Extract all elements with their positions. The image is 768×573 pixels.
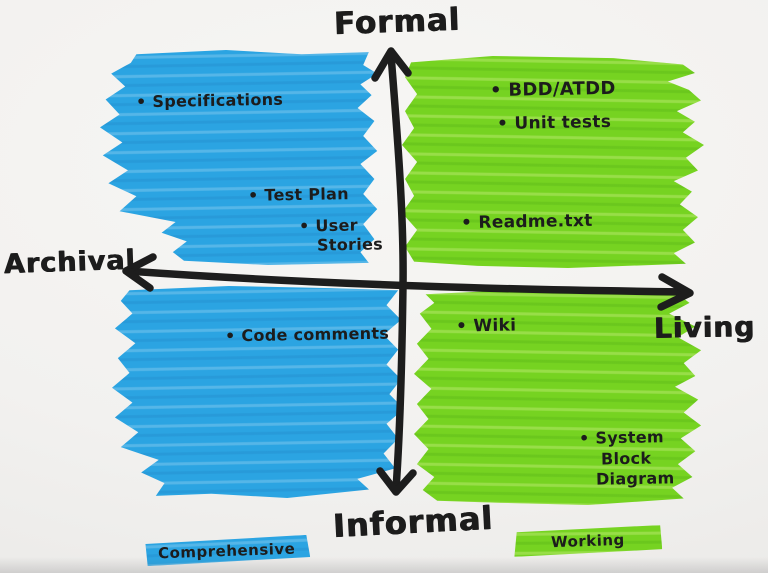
axis-label-formal: Formal <box>333 1 461 43</box>
item-user-stories-line2: Stories <box>316 234 384 255</box>
item-unit-tests: • Unit tests <box>496 112 612 134</box>
item-test-plan: • Test Plan <box>247 184 350 205</box>
item-user-stories-line1: • User <box>298 215 359 236</box>
vertical-axis-line <box>387 51 407 493</box>
item-system-block-diagram-line2: Block <box>600 448 652 469</box>
quadrant-top-right-highlight <box>402 56 704 268</box>
arrow-down-icon <box>376 467 417 496</box>
legend-comprehensive-swatch: Comprehensive <box>144 535 311 566</box>
item-readme-txt: • Readme.txt <box>460 210 593 234</box>
legend-comprehensive-label: Comprehensive <box>158 539 296 562</box>
item-wiki: • Wiki <box>455 315 517 337</box>
quadrant-bottom-right-highlight <box>414 290 702 505</box>
axis-label-archival: Archival <box>3 244 137 281</box>
item-code-comments: • Code comments <box>224 323 390 346</box>
arrow-up-icon <box>371 47 412 82</box>
item-system-block-diagram-line1: • System <box>578 427 665 448</box>
legend-working-swatch: Working <box>514 525 663 557</box>
axis-label-living: Living <box>653 310 756 345</box>
quadrant-bottom-left-highlight <box>112 286 404 498</box>
axis-label-informal: Informal <box>332 498 495 546</box>
legend-working-label: Working <box>550 530 626 552</box>
item-system-block-diagram-line3: Diagram <box>595 468 675 489</box>
item-bdd-atdd: • BDD/ATDD <box>489 77 616 102</box>
item-specifications: • Specifications <box>135 89 284 112</box>
